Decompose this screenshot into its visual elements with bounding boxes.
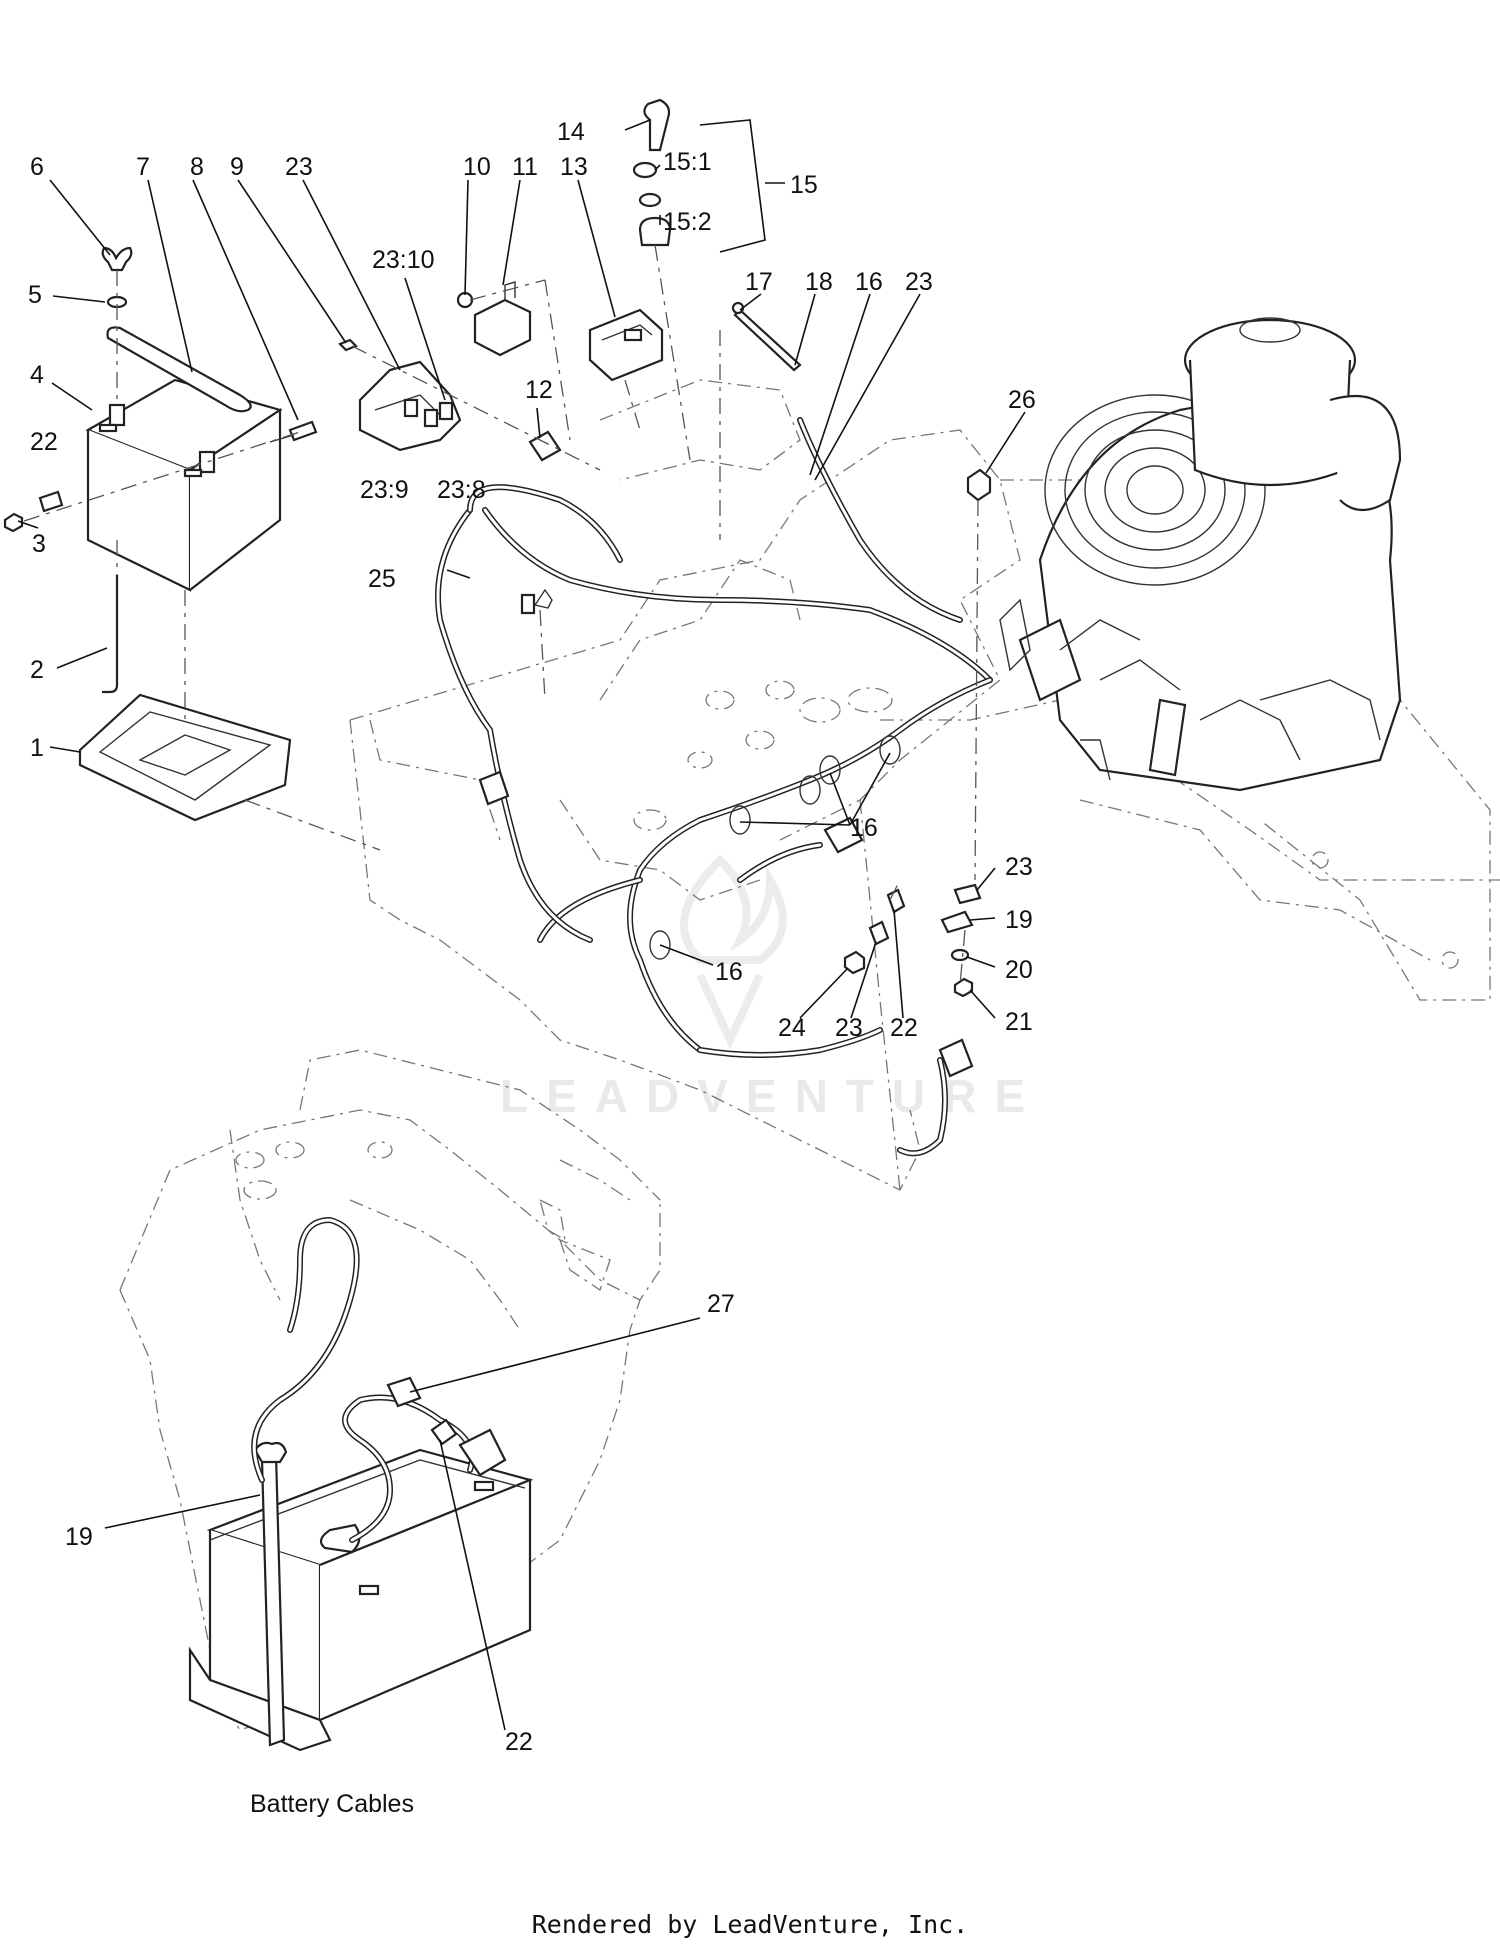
callout-1: 1 [30,734,44,762]
battery-tray-bottom [188,1646,332,1752]
bracket-bolt [338,338,358,352]
watermark-logo [680,854,787,1050]
callout-2: 2 [30,656,44,684]
control-cable [467,484,623,563]
callout-23-right: 23 [1005,853,1033,881]
callout-20: 20 [1005,956,1033,984]
battery-cable-negative [251,1216,361,1554]
callout-12: 12 [525,376,553,404]
wire-harness [435,417,993,1157]
callout-23-10: 23:10 [372,246,435,274]
callout-23-bracket: 23 [285,153,313,181]
callout-5: 5 [28,281,42,309]
callout-15-1: 15:1 [663,148,712,176]
callout-14: 14 [557,118,585,146]
callout-25: 25 [368,565,396,593]
cable-clip [966,468,992,502]
callout-11: 11 [512,153,538,181]
diode [528,430,562,462]
callout-18: 18 [805,268,833,296]
callout-19-bottom: 19 [65,1523,93,1551]
callout-22-bottom: 22 [505,1728,533,1756]
frame-holes [633,680,1459,969]
callout-10: 10 [463,153,491,181]
callout-4: 4 [30,361,44,389]
callout-23-harness: 23 [905,268,933,296]
callout-17: 17 [745,268,773,296]
callout-13: 13 [560,153,588,181]
battery-top [85,378,283,592]
callout-16-top: 16 [855,268,883,296]
callout-27: 27 [707,1290,735,1318]
ground-hardware [520,588,982,998]
callout-7: 7 [136,153,150,181]
callout-23-lower: 23 [835,1014,863,1042]
assembly-lines-top [23,244,979,986]
callout-6: 6 [30,153,44,181]
hold-down-rod-bottom [253,1441,288,1747]
engine-assembly [999,317,1402,792]
watermark-text: LEADVENTURE [500,1070,1043,1122]
callout-24: 24 [778,1014,806,1042]
callout-22-right: 22 [890,1014,918,1042]
callout-16-middle: 16 [850,814,878,842]
engine-ohv-label [1148,698,1187,777]
callout-8: 8 [190,153,204,181]
render-credit: Rendered by LeadVenture, Inc. [531,1910,969,1939]
callout-26: 26 [1008,386,1036,414]
callout-3: 3 [32,530,46,558]
fuse-block [358,360,462,452]
leader-lines [17,119,1026,1731]
callout-9: 9 [230,153,244,181]
callout-16-lower: 16 [715,958,743,986]
callout-23-9: 23:9 [360,476,409,504]
wing-nut [101,246,133,272]
ignition-nut [632,161,658,179]
battery-tray [78,693,292,822]
callout-15: 15 [790,171,818,199]
callout-19-right: 19 [1005,906,1033,934]
hold-down-bar [106,326,252,413]
relay [473,281,532,357]
callout-21: 21 [1005,1008,1033,1036]
ignition-washer [638,192,662,208]
terminal-bolt [38,490,64,513]
hour-meter [588,308,664,382]
detail-caption: Battery Cables [250,1790,414,1818]
ignition-key [643,98,671,152]
callout-15-2: 15:2 [663,208,712,236]
battery-bottom [206,1448,534,1722]
hinge-pin [731,301,802,372]
j-bolt [102,575,119,694]
callout-22-left: 22 [30,428,58,456]
frame-outline [349,379,1500,1191]
callout-labels: 1 2 3 4 5 6 7 8 9 10 11 12 13 14 15 15:1… [28,118,1036,1756]
ignition-switch [638,216,672,247]
screw [456,291,474,309]
callout-23-8: 23:8 [437,476,486,504]
battery-nut [3,512,24,533]
cable-boot [386,1376,458,1446]
